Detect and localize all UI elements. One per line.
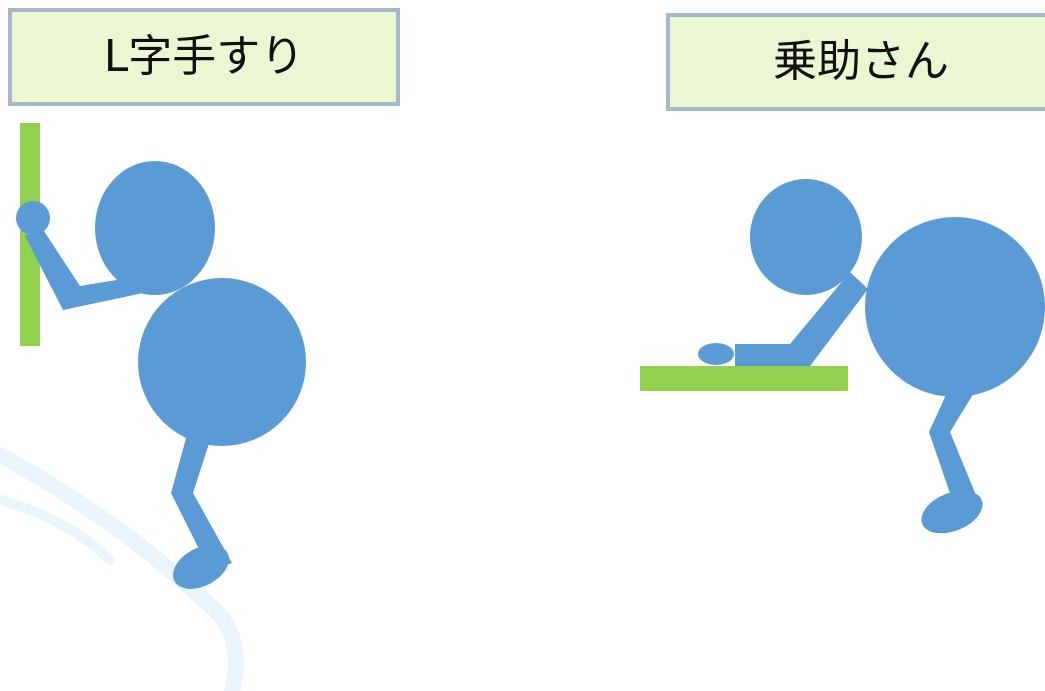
left-figure-body bbox=[138, 278, 306, 446]
background-arc-inner bbox=[0, 495, 115, 565]
left-figure-foot bbox=[173, 545, 229, 589]
right-figure-hand bbox=[698, 343, 734, 365]
left-figure-hand bbox=[16, 201, 50, 235]
left-figure-arm bbox=[25, 228, 176, 310]
label-l-shaped-handrail: L字手すり bbox=[8, 8, 400, 106]
right-scene bbox=[640, 179, 1045, 534]
horizontal-armrest bbox=[640, 366, 848, 391]
right-figure-foot bbox=[921, 490, 983, 534]
right-figure-body bbox=[865, 217, 1045, 397]
left-figure-leg bbox=[171, 420, 232, 571]
right-figure-leg bbox=[929, 360, 988, 508]
label-josuke-san-text: 乗助さん bbox=[773, 36, 949, 87]
left-scene bbox=[16, 123, 306, 589]
label-josuke-san: 乗助さん bbox=[666, 13, 1045, 111]
right-figure-head bbox=[750, 179, 862, 295]
left-figure-head bbox=[95, 161, 215, 295]
label-l-shaped-handrail-text: L字手すり bbox=[103, 31, 305, 82]
right-figure-arm bbox=[735, 272, 868, 366]
